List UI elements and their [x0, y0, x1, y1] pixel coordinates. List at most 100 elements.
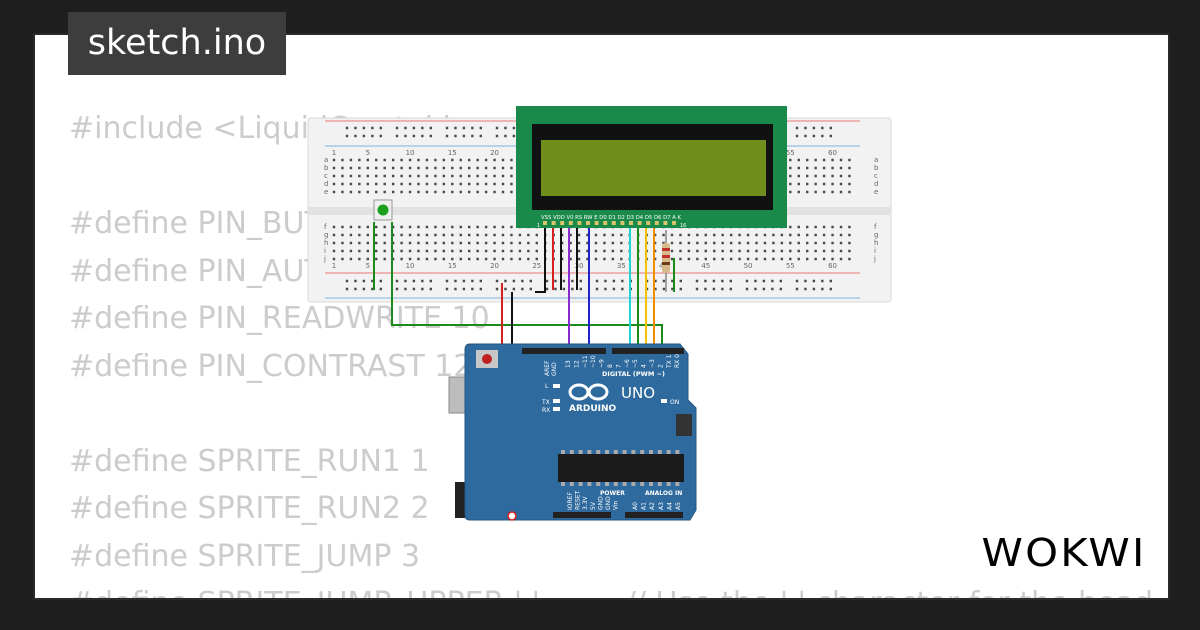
breadboard-column-number: 60 [828, 149, 837, 157]
breadboard-row-letter: g [324, 231, 328, 239]
arduino-pin-label: 5V [590, 501, 597, 510]
arduino-pin-label: A4 [666, 502, 673, 510]
arduino-pin-label: RX 0 [674, 354, 681, 368]
on-led-label: ON [670, 399, 679, 406]
arduino-pin-label: ~9 [599, 359, 606, 368]
breadboard-column-number: 1 [332, 149, 336, 157]
breadboard-column-number: 10 [406, 149, 415, 157]
breadboard-row-letter: b [874, 164, 879, 172]
breadboard-row-letter: a [874, 156, 878, 164]
chip-pin [675, 450, 680, 454]
arduino-pin-label: 13 [565, 360, 572, 368]
arduino-pin-label: 8 [607, 364, 614, 368]
breadboard-column-number: 20 [490, 149, 499, 157]
breadboard-row-letter: e [874, 188, 878, 196]
chip-pin [587, 450, 592, 454]
lcd-pin [543, 221, 547, 225]
breadboard-row-letter: i [874, 247, 876, 255]
breadboard-column-number: 30 [575, 262, 584, 270]
sketch-filename-badge[interactable]: sketch.ino [68, 12, 286, 75]
resistor[interactable] [662, 230, 670, 292]
chip-pin [613, 482, 618, 486]
breadboard-column-number: 60 [828, 262, 837, 270]
arduino-pin-label: GND [597, 496, 604, 510]
chip-pin [649, 450, 653, 454]
chip-pin [596, 450, 601, 454]
chip-pin [605, 482, 609, 486]
lcd-pin [663, 221, 668, 225]
breadboard-row-letter: c [874, 172, 878, 180]
lcd-pin-first: 1 [537, 223, 540, 229]
breadboard-row-letter: e [324, 188, 328, 196]
lcd-display[interactable]: VSS VDD V0 RS RW E D0 D1 D2 D3 D4 D5 D6 … [516, 106, 787, 229]
arduino-uno[interactable]: ARDUINO UNO DIGITAL (PWM ~) POWER ANALOG… [448, 343, 697, 521]
breadboard-column-number: 15 [448, 262, 457, 270]
breadboard-column-number: 5 [366, 149, 370, 157]
breadboard-column-number: 55 [786, 149, 795, 157]
chip-pin [631, 450, 636, 454]
breadboard-column-number: 10 [406, 262, 415, 270]
chip-pin [675, 482, 680, 486]
lcd-pin [629, 221, 633, 225]
chip-pin [631, 482, 636, 486]
breadboard-column-number: 35 [617, 262, 626, 270]
chip-pin [561, 482, 565, 486]
chip-pin [569, 450, 574, 454]
arduino-pin-label: 4 [641, 364, 648, 368]
chip-pin [640, 450, 645, 454]
lcd-pin [586, 221, 590, 225]
breadboard-row-letter: a [324, 156, 328, 164]
lcd-pin [560, 221, 565, 225]
lcd-pin [637, 221, 642, 225]
arduino-pin-label: 12 [573, 360, 580, 368]
arduino-pin-label: 7 [615, 364, 622, 368]
breadboard-column-number: 55 [786, 262, 795, 270]
breadboard-column-number: 1 [332, 262, 336, 270]
lcd-pin [594, 221, 599, 225]
chip-pin [613, 450, 618, 454]
lcd-pin-labels: VSS VDD V0 RS RW E D0 D1 D2 D3 D4 D5 D6 … [541, 215, 681, 221]
aref-label: AREF [544, 360, 551, 376]
code-line: #define SPRITE_JUMP_UPPER '.' // Use the… [69, 580, 1153, 598]
lcd-pin [551, 221, 556, 225]
chip-pin [657, 450, 662, 454]
arduino-pin-label: ~6 [624, 359, 631, 368]
wire-black-lcd-vss [535, 222, 546, 293]
arduino-pin-label: A5 [675, 502, 682, 510]
code-line: #define SPRITE_RUN1 1 [69, 443, 430, 479]
arduino-pin-label: 2 [657, 364, 664, 368]
l-led-label: L [545, 383, 549, 390]
pushbutton[interactable] [373, 199, 393, 221]
breadboard-column-number: 20 [490, 262, 499, 270]
gnd-label: GND [551, 362, 558, 376]
analog-label: ANALOG IN [645, 490, 682, 497]
arduino-pin-label: ~11 [582, 355, 589, 368]
arduino-pin-label: GND [605, 496, 612, 510]
breadboard-row-letter: j [873, 255, 876, 263]
breadboard-row-letter: h [874, 239, 878, 247]
breadboard-column-number: 5 [366, 262, 370, 270]
breadboard-column-number: 50 [744, 262, 753, 270]
lcd-pin [672, 221, 676, 225]
arduino-pin-label: A0 [632, 502, 639, 510]
chip-pin [622, 482, 627, 486]
code-line: #define SPRITE_RUN2 2 [69, 491, 430, 526]
breadboard-row-letter: d [874, 180, 878, 188]
wokwi-logo: WOKWI [982, 531, 1145, 574]
arduino-pin-label: ~10 [590, 355, 597, 368]
chip-pin [666, 450, 671, 454]
lcd-pin [568, 221, 573, 225]
chip-pin [569, 482, 574, 486]
breadboard-row-letter: i [324, 247, 326, 255]
arduino-pin-label: TX 1 [666, 354, 673, 369]
arduino-pin-label: A3 [658, 502, 665, 510]
chip-pin [578, 482, 583, 486]
chip-pin [657, 482, 662, 486]
breadboard-row-letter: j [323, 255, 326, 263]
breadboard-row-letter: g [874, 231, 878, 239]
arduino-pin-label: IOREF [567, 492, 574, 510]
breadboard-row-letter: f [874, 223, 877, 231]
